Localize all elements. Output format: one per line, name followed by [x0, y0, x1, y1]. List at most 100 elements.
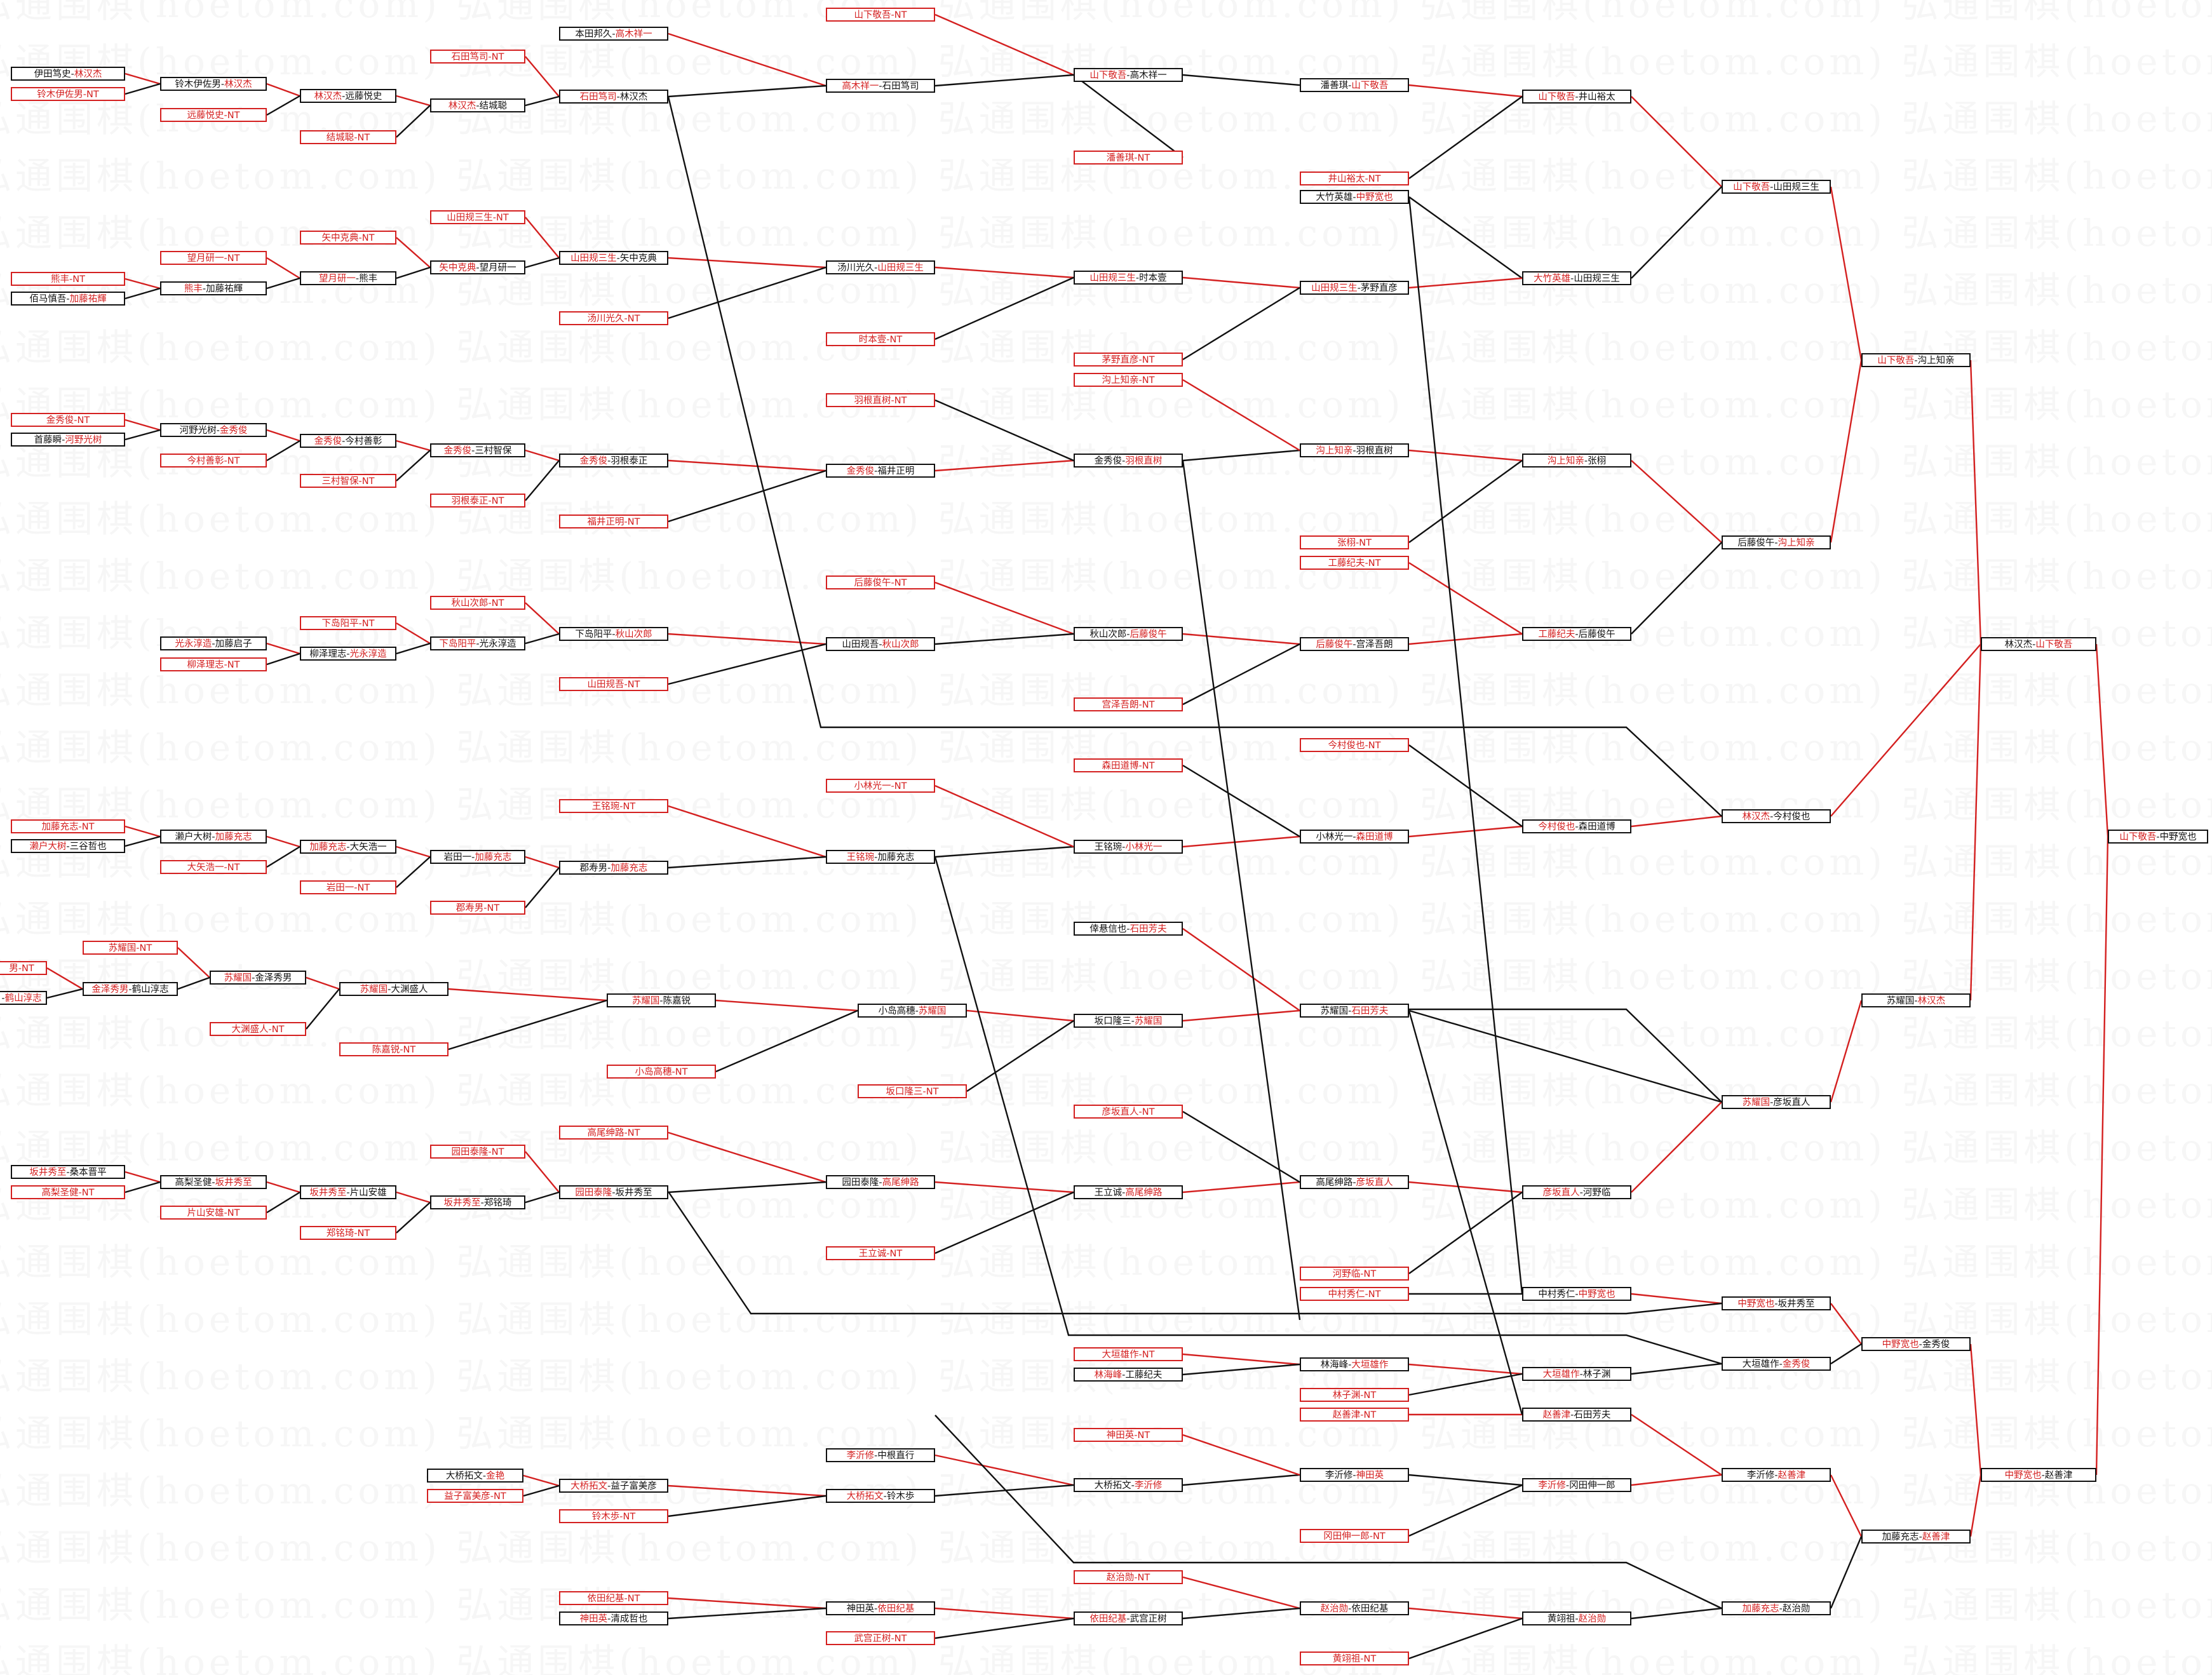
- match-box[interactable]: 下岛阳平-秋山次郎: [559, 627, 668, 641]
- match-box[interactable]: 中野宽也-坂井秀至: [1722, 1296, 1831, 1310]
- match-box[interactable]: 林汉杰-远藤悦史: [300, 89, 396, 103]
- match-box[interactable]: 沟上知亲-NT: [1074, 373, 1183, 387]
- match-box[interactable]: 彦坂直人-NT: [1074, 1105, 1183, 1119]
- match-box[interactable]: 中野宽也-赵善津: [1981, 1468, 2096, 1482]
- match-box[interactable]: 大渊盛人-NT: [210, 1022, 306, 1036]
- match-box[interactable]: 郡寿男-NT: [430, 901, 525, 915]
- match-box[interactable]: 矢中克典-望月研一: [430, 260, 525, 274]
- match-box[interactable]: 山下敬吾-NT: [826, 8, 935, 22]
- match-box[interactable]: 加藤充志-赵治勋: [1722, 1601, 1831, 1615]
- match-box[interactable]: 林海峰-大垣雄作: [1300, 1357, 1409, 1371]
- match-box[interactable]: 宫泽吾朗-NT: [1074, 697, 1183, 711]
- match-box[interactable]: 潘善琪-NT: [1074, 151, 1183, 165]
- match-box[interactable]: 大竹英雄-山田规三生: [1522, 271, 1631, 285]
- match-box[interactable]: 矢中克典-NT: [300, 231, 396, 245]
- match-box[interactable]: 苏耀国-金泽秀男: [210, 971, 306, 985]
- match-box[interactable]: 下岛阳平-光永淳造: [430, 636, 525, 650]
- match-box[interactable]: 高木祥一-石田笃司: [826, 79, 935, 93]
- match-box[interactable]: 苏耀国-林汉杰: [1861, 993, 1971, 1007]
- match-box[interactable]: 加藤充志-大矢浩一: [300, 840, 396, 854]
- match-box[interactable]: 金秀俊-今村善彰: [300, 434, 396, 448]
- match-box[interactable]: 苏耀国-石田芳夫: [1300, 1004, 1409, 1018]
- match-box[interactable]: 汤川光久-山田规三生: [826, 260, 935, 274]
- match-box[interactable]: 园田泰隆-坂井秀至: [559, 1185, 668, 1199]
- match-box[interactable]: 高尾绅路-NT: [559, 1126, 668, 1140]
- match-box[interactable]: 高梨圣健-NT: [11, 1185, 125, 1199]
- match-box[interactable]: 大桥拓文-益子富美彦: [559, 1479, 668, 1493]
- match-box[interactable]: 石田笃司-NT: [430, 50, 525, 64]
- match-box[interactable]: 金秀俊-三村智保: [430, 443, 525, 457]
- match-box[interactable]: 大垣雄作-NT: [1074, 1347, 1183, 1361]
- match-box[interactable]: 依田纪基-NT: [559, 1591, 668, 1605]
- match-box[interactable]: 今村俊也-NT: [1300, 738, 1409, 752]
- match-box[interactable]: 张栩-NT: [1300, 535, 1409, 549]
- match-box[interactable]: 高尾绅路-彦坂直人: [1300, 1175, 1409, 1189]
- match-box[interactable]: 赵善津-石田芳夫: [1522, 1408, 1631, 1422]
- match-box[interactable]: 片山安雄-NT: [160, 1206, 267, 1220]
- match-box[interactable]: 李沂修-赵善津: [1722, 1468, 1831, 1482]
- match-box[interactable]: 彦坂直人-河野临: [1522, 1185, 1631, 1199]
- match-box[interactable]: 大垣雄作-林子渊: [1522, 1367, 1631, 1381]
- match-box[interactable]: 铃木歩-NT: [559, 1509, 668, 1523]
- match-box[interactable]: 铃木伊佐男-林汉杰: [160, 77, 267, 91]
- match-box[interactable]: 高梨圣健-坂井秀至: [160, 1175, 267, 1189]
- match-box[interactable]: 坂口隆三-NT: [858, 1084, 967, 1098]
- match-box[interactable]: 小林光一-森田道博: [1300, 830, 1409, 844]
- match-box[interactable]: 佰马慎吾-加藤祐輝: [11, 292, 125, 306]
- match-box[interactable]: 男-NT: [0, 961, 47, 975]
- match-box[interactable]: 濑户大树-三谷哲也: [11, 839, 125, 853]
- match-box[interactable]: 岩田一-NT: [300, 880, 396, 894]
- match-box[interactable]: 石田笃司-林汉杰: [559, 90, 668, 104]
- match-box[interactable]: 小岛高穗-苏耀国: [858, 1004, 967, 1018]
- match-box[interactable]: 羽根直树-NT: [826, 393, 935, 407]
- match-box[interactable]: 中野宽也-金秀俊: [1861, 1337, 1971, 1351]
- match-box[interactable]: 小林光一-NT: [826, 779, 935, 793]
- match-box[interactable]: 岩田一-加藤充志: [430, 850, 525, 864]
- match-box[interactable]: 山田规三生-矢中克典: [559, 251, 668, 265]
- match-box[interactable]: 神田英-依田纪基: [826, 1601, 935, 1615]
- match-box[interactable]: 金秀俊-羽根泰正: [559, 454, 668, 468]
- match-box[interactable]: 今村善彰-NT: [160, 454, 267, 468]
- match-box[interactable]: 河野光树-金秀俊: [160, 423, 267, 437]
- match-box[interactable]: 苏耀国-彦坂直人: [1722, 1095, 1831, 1109]
- match-box[interactable]: 加藤充志-赵善津: [1861, 1530, 1971, 1544]
- match-box[interactable]: 王立诚-高尾绅路: [1074, 1185, 1183, 1199]
- match-box[interactable]: 山下敬吾-山田规三生: [1722, 180, 1831, 194]
- match-box[interactable]: 秋山次郎-后藤俊午: [1074, 627, 1183, 641]
- match-box[interactable]: 潘善琪-山下敬吾: [1300, 78, 1409, 92]
- match-box[interactable]: 坂井秀至-郑铭琦: [430, 1195, 525, 1209]
- match-box[interactable]: 林汉杰-山下敬吾: [1981, 637, 2096, 651]
- match-box[interactable]: 林汉杰-结城聪: [430, 98, 525, 112]
- match-box[interactable]: 黄翊祖-NT: [1300, 1651, 1409, 1665]
- match-box[interactable]: 郑铭琦-NT: [300, 1226, 396, 1240]
- match-box[interactable]: 山田规吾-秋山次郎: [826, 637, 935, 651]
- match-box[interactable]: 工藤纪夫-后藤俊午: [1522, 627, 1631, 641]
- match-box[interactable]: 王铭琬-加藤充志: [826, 850, 935, 864]
- match-box[interactable]: 柳泽理志-NT: [160, 657, 267, 671]
- match-box[interactable]: 金秀俊-羽根直树: [1074, 454, 1183, 468]
- match-box[interactable]: 大竹英雄-中野宽也: [1300, 190, 1409, 204]
- match-box[interactable]: 园田泰隆-高尾绅路: [826, 1175, 935, 1189]
- match-box[interactable]: 工藤纪夫-NT: [1300, 556, 1409, 570]
- match-box[interactable]: 本田邦久-高木祥一: [559, 27, 668, 41]
- match-box[interactable]: 园田泰隆-NT: [430, 1145, 525, 1159]
- match-box[interactable]: 大桥拓文-李沂修: [1074, 1478, 1183, 1492]
- match-box[interactable]: 望月研一-熊丰: [300, 271, 396, 285]
- match-box[interactable]: 濑户大树-加藤充志: [160, 830, 267, 844]
- match-box[interactable]: 山田规吾-NT: [559, 677, 668, 691]
- match-box[interactable]: 倖悬信也-石田芳夫: [1074, 922, 1183, 936]
- match-box[interactable]: 陈嘉锐-NT: [339, 1042, 448, 1056]
- match-box[interactable]: 苏耀国-陈嘉锐: [607, 993, 716, 1007]
- match-box[interactable]: 远藤悦史-NT: [160, 108, 267, 122]
- match-box[interactable]: 林海峰-工藤纪夫: [1074, 1368, 1183, 1382]
- match-box[interactable]: 今村俊也-森田道博: [1522, 819, 1631, 833]
- match-box[interactable]: 山下敬吾-高木祥一: [1074, 68, 1183, 82]
- match-box[interactable]: 李沂修-中根直行: [826, 1448, 935, 1462]
- match-box[interactable]: 后藤俊午-沟上知亲: [1722, 535, 1831, 549]
- match-box[interactable]: 黄翊祖-赵治勋: [1522, 1611, 1631, 1625]
- match-box[interactable]: 苏耀国-大渊盛人: [339, 982, 448, 996]
- match-box[interactable]: 林汉杰-今村俊也: [1722, 809, 1831, 823]
- match-box[interactable]: 光永淳造-加藤启子: [160, 636, 267, 650]
- match-box[interactable]: 山下敬吾-井山裕太: [1522, 90, 1631, 104]
- match-box[interactable]: 赵治勋-NT: [1074, 1570, 1183, 1584]
